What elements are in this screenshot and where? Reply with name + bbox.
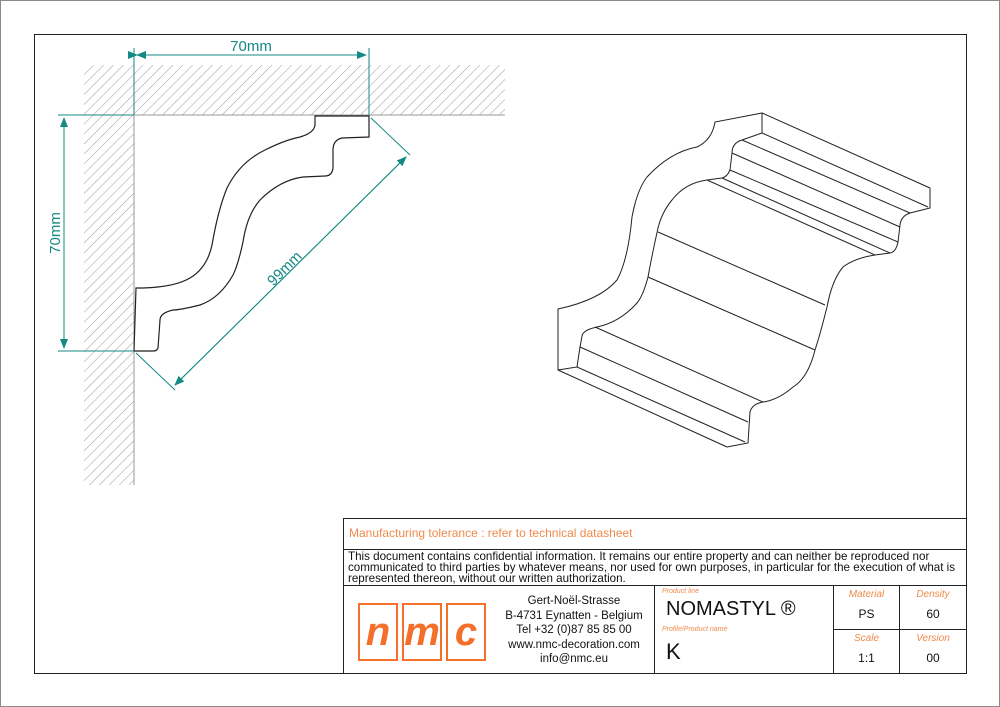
product-line-value: NOMASTYL ® [666, 598, 796, 620]
material-value: PS [858, 607, 875, 621]
address-phone: Tel +32 (0)87 85 85 00 [516, 624, 632, 636]
logo-letter: m [402, 603, 442, 661]
product-name-label: Profile/Product name [662, 626, 728, 633]
dimension-width-label: 70mm [230, 38, 272, 55]
dimension-diagonal-label: 99mm [264, 248, 305, 289]
scale-cell: Scale 1:1 [834, 630, 899, 665]
dimension-lines [58, 48, 411, 391]
scale-value: 1:1 [858, 651, 875, 665]
info-row: n m c Gert-Noël-Strasse B-4731 Eynatten … [344, 586, 966, 673]
confidentiality-notice: This document contains confidential info… [348, 550, 956, 585]
confidentiality-row: This document contains confidential info… [344, 550, 966, 586]
version-value: 00 [926, 651, 940, 665]
address-email[interactable]: info@nmc.eu [540, 653, 608, 665]
product-line-label: Product line [662, 588, 699, 595]
density-value: 60 [926, 607, 940, 621]
product-name-value: K [666, 639, 681, 664]
version-label: Version [916, 633, 950, 644]
version-cell: Version 00 [900, 630, 966, 665]
address-website[interactable]: www.nmc-decoration.com [508, 638, 640, 651]
wall-hatching [84, 65, 505, 485]
material-label: Material [848, 589, 885, 600]
profile-3d-view [557, 112, 931, 448]
title-block: Manufacturing tolerance : refer to techn… [343, 518, 967, 674]
profile-section [133, 115, 370, 352]
divider [833, 629, 966, 630]
address-city: B-4731 Eynatten - Belgium [505, 609, 643, 622]
scale-label: Scale [853, 633, 879, 644]
material-cell: Material PS [834, 586, 899, 621]
dimension-height-label: 70mm [47, 212, 64, 254]
address-street: Gert-Noël-Strasse [527, 595, 621, 607]
logo-letter: c [446, 603, 486, 661]
tolerance-row: Manufacturing tolerance : refer to techn… [344, 519, 966, 550]
density-cell: Density 60 [900, 586, 966, 621]
nmc-logo: n m c [358, 603, 486, 661]
company-address: Gert-Noël-Strasse B-4731 Eynatten - Belg… [494, 594, 654, 667]
tolerance-note: Manufacturing tolerance : refer to techn… [349, 526, 633, 540]
divider [654, 586, 655, 673]
density-label: Density [916, 589, 950, 600]
logo-letter: n [358, 603, 398, 661]
